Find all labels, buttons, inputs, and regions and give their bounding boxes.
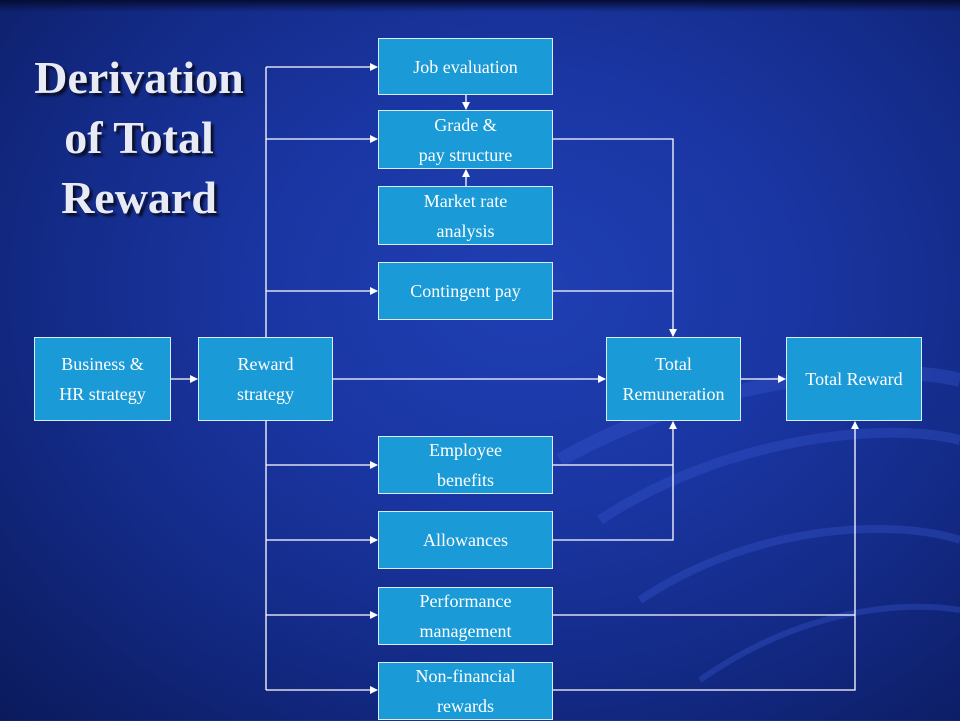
slide-title: Derivation of Total Reward bbox=[0, 48, 278, 228]
title-line-2: of Total bbox=[64, 112, 214, 163]
node-non-financial-rewards: Non-financial rewards bbox=[378, 662, 553, 720]
top-shadow-bar bbox=[0, 0, 960, 12]
node-business-hr-strategy: Business & HR strategy bbox=[34, 337, 171, 421]
node-reward-strategy: Reward strategy bbox=[198, 337, 333, 421]
title-line-1: Derivation bbox=[34, 52, 244, 103]
node-contingent-pay: Contingent pay bbox=[378, 262, 553, 320]
line-allowances-to-remuneration bbox=[553, 421, 677, 541]
node-total-remuneration: Total Remuneration bbox=[606, 337, 741, 421]
node-job-evaluation: Job evaluation bbox=[378, 38, 553, 95]
line-nonfinancial-to-total-reward bbox=[553, 421, 859, 691]
node-grade-pay-structure: Grade & pay structure bbox=[378, 110, 553, 169]
node-market-rate-analysis: Market rate analysis bbox=[378, 186, 553, 245]
node-total-reward: Total Reward bbox=[786, 337, 922, 421]
line-grade-to-remuneration bbox=[553, 138, 677, 337]
node-performance-management: Performance management bbox=[378, 587, 553, 645]
title-line-3: Reward bbox=[61, 172, 217, 223]
node-allowances: Allowances bbox=[378, 511, 553, 569]
node-employee-benefits: Employee benefits bbox=[378, 436, 553, 494]
